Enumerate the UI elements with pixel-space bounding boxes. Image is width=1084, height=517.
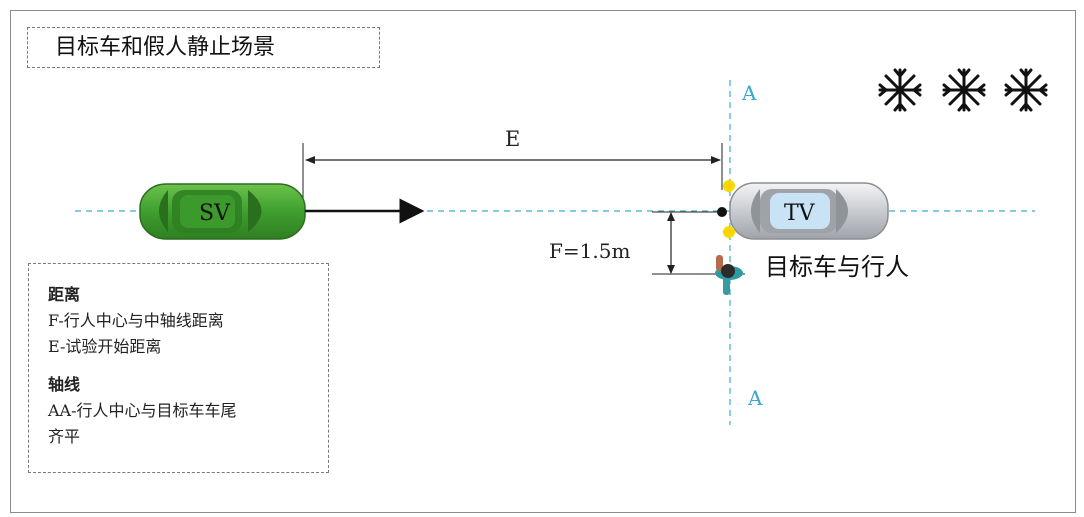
diagram-title: 目标车和假人静止场景 [27, 27, 380, 68]
marker-star-bottom-icon [722, 225, 736, 239]
legend-axis-aa-line2: 齐平 [48, 427, 81, 446]
f-arrow-bottom [667, 265, 675, 274]
legend-box: 距离 F-行人中心与中轴线距离 E-试验开始距离 轴线 AA-行人中心与目标车车… [28, 263, 329, 473]
legend-axis-header: 轴线 [48, 375, 81, 394]
reference-point [717, 207, 727, 217]
legend-distance-header: 距离 [48, 285, 81, 304]
axis-label-a-bottom: A [747, 386, 763, 410]
legend-distance-e: E-试验开始距离 [48, 337, 162, 356]
f-arrow-top [667, 212, 675, 221]
e-arrow-right [711, 156, 721, 164]
sv-label: SV [199, 201, 231, 226]
target-and-pedestrian-label: 目标车与行人 [765, 253, 909, 281]
e-arrow-left [305, 156, 315, 164]
e-label: E [505, 127, 520, 151]
tv-label: TV [784, 201, 816, 226]
axis-label-a-top: A [741, 81, 757, 105]
snowflake-icon [878, 68, 922, 112]
diagram-frame [10, 10, 1076, 513]
f-label: F=1.5m [549, 239, 630, 263]
pedestrian-dummy [715, 255, 743, 295]
subject-vehicle: SV [139, 183, 306, 240]
snowflake-icon [942, 68, 986, 112]
legend-axis-aa-line1: AA-行人中心与目标车车尾 [48, 401, 237, 420]
snowflake-icon [1004, 68, 1048, 112]
target-vehicle: TV [729, 182, 889, 240]
marker-star-top-icon [722, 179, 736, 193]
legend-distance-f: F-行人中心与中轴线距离 [48, 311, 224, 330]
